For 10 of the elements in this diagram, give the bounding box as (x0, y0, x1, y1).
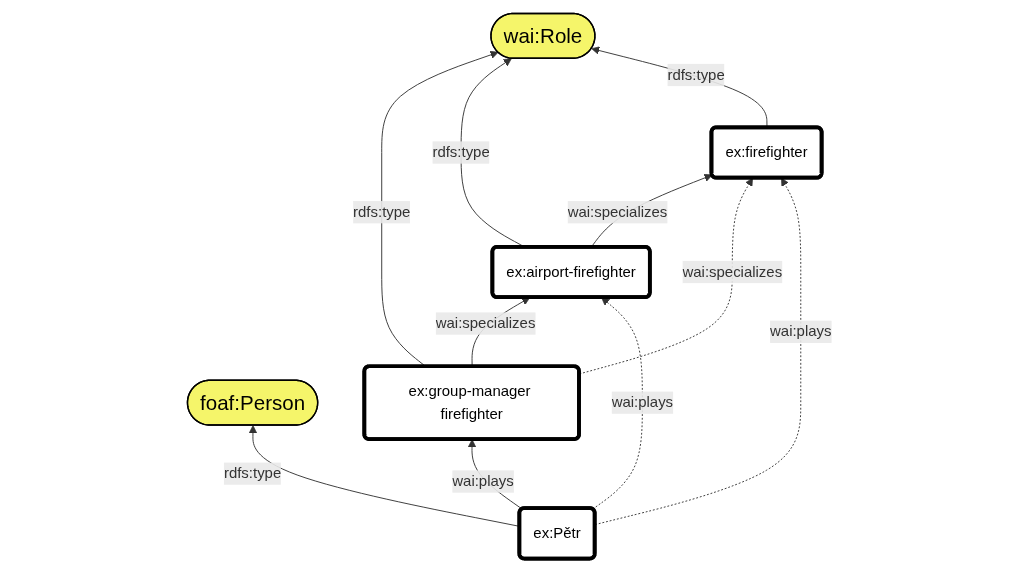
edge-label: wai:plays (770, 323, 832, 340)
edge-label: rdfs:type (667, 66, 725, 83)
edge-label: rdfs:type (223, 465, 282, 482)
edge-label: rdfs:type (353, 203, 411, 220)
edge-label: wai:plays (452, 473, 514, 490)
edge-label: wai:specializes (435, 315, 536, 332)
edge-label: wai:plays (611, 394, 674, 411)
edge-label: wai:specializes (567, 203, 668, 220)
edge-label: rdfs:type (432, 144, 490, 160)
edge-label: wai:specializes (682, 263, 783, 280)
